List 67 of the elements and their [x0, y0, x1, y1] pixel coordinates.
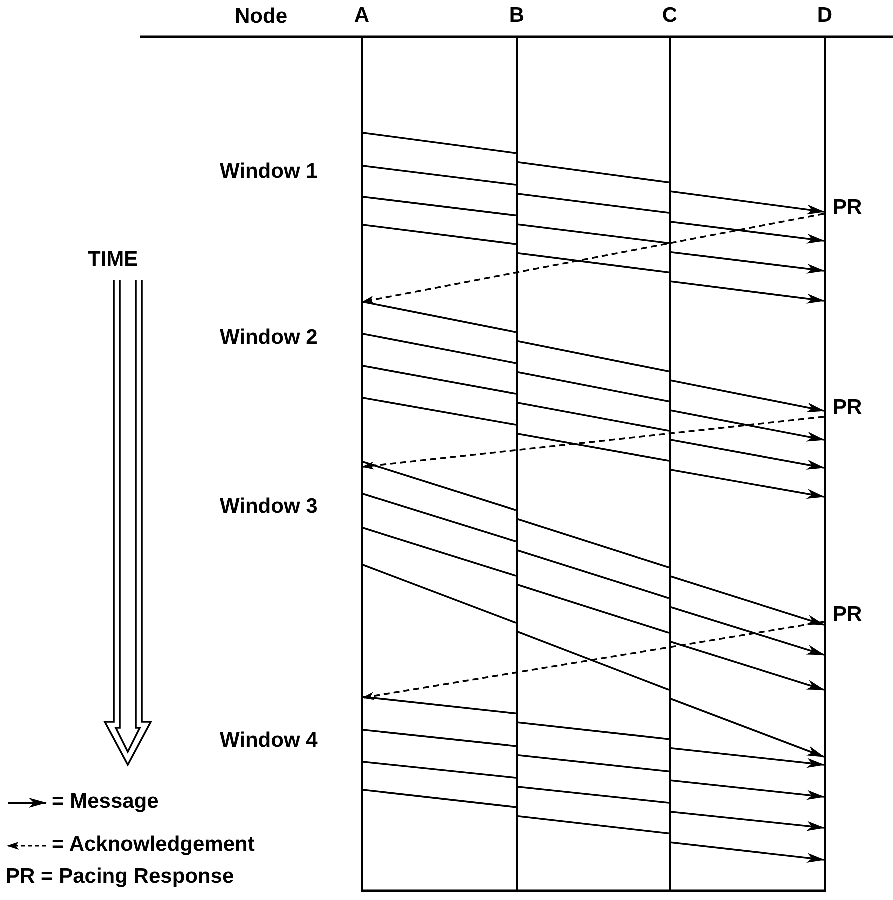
message-line	[362, 132, 516, 154]
message-line	[518, 550, 670, 600]
message-arrow	[670, 280, 825, 304]
message-line	[518, 631, 670, 691]
message-line	[362, 761, 516, 779]
window-label: Window 2	[220, 326, 318, 350]
message-line	[362, 527, 516, 577]
legend-note: PR = Pacing Response	[6, 865, 234, 889]
lifeline-label: D	[816, 4, 834, 28]
message-arrow	[670, 190, 825, 215]
message-line	[518, 518, 670, 569]
window-label: Window 4	[220, 729, 318, 753]
message-line	[518, 754, 670, 773]
pr-label: PR	[833, 396, 862, 420]
message-line	[518, 786, 670, 804]
legend-text: = Message	[52, 790, 159, 814]
message-line	[362, 365, 516, 395]
message-arrow	[670, 576, 825, 626]
message-line	[362, 165, 516, 186]
message-arrow	[670, 606, 825, 656]
message-arrow	[670, 747, 825, 768]
message-line	[362, 493, 516, 543]
message-line	[362, 789, 516, 808]
message-arrow	[670, 380, 825, 413]
pr-label: PR	[833, 603, 862, 627]
message-line	[518, 193, 670, 214]
message-arrow	[670, 251, 825, 274]
message-line	[518, 433, 670, 462]
lifeline-label: C	[661, 4, 679, 28]
column-heading: Node	[235, 5, 288, 29]
acknowledgement-arrow	[362, 213, 824, 304]
pr-label: PR	[833, 196, 862, 220]
message-arrow	[670, 842, 825, 864]
acknowledgement-arrow	[362, 416, 824, 470]
message-line	[362, 564, 516, 624]
message-line	[518, 371, 670, 403]
message-line	[518, 402, 670, 432]
message-line	[518, 722, 670, 740]
message-line	[518, 224, 670, 244]
message-arrow	[670, 780, 825, 800]
message-line	[362, 333, 516, 364]
lifeline-label: A	[353, 4, 371, 28]
message-line	[518, 584, 670, 634]
window-label: Window 1	[220, 160, 318, 184]
message-line	[362, 696, 516, 715]
message-line	[362, 301, 516, 334]
message-arrow	[670, 469, 825, 499]
message-arrow	[670, 698, 825, 758]
message-line	[362, 729, 516, 748]
message-line	[362, 196, 516, 217]
time-label: TIME	[88, 248, 138, 272]
window-label: Window 3	[220, 495, 318, 519]
message-line	[518, 161, 670, 184]
message-line	[362, 461, 516, 512]
message-line	[518, 340, 670, 373]
message-line	[362, 397, 516, 426]
message-line	[518, 252, 670, 274]
message-arrow	[670, 410, 825, 442]
message-arrow	[670, 811, 825, 832]
acknowledgement-arrow	[362, 621, 824, 700]
message-arrow	[670, 641, 825, 691]
message-arrow	[670, 221, 825, 244]
lifeline-label: B	[508, 4, 526, 28]
legend-text: = Acknowledgement	[52, 833, 255, 857]
message-line	[362, 224, 516, 246]
message-arrow	[670, 439, 825, 470]
message-line	[518, 815, 670, 835]
